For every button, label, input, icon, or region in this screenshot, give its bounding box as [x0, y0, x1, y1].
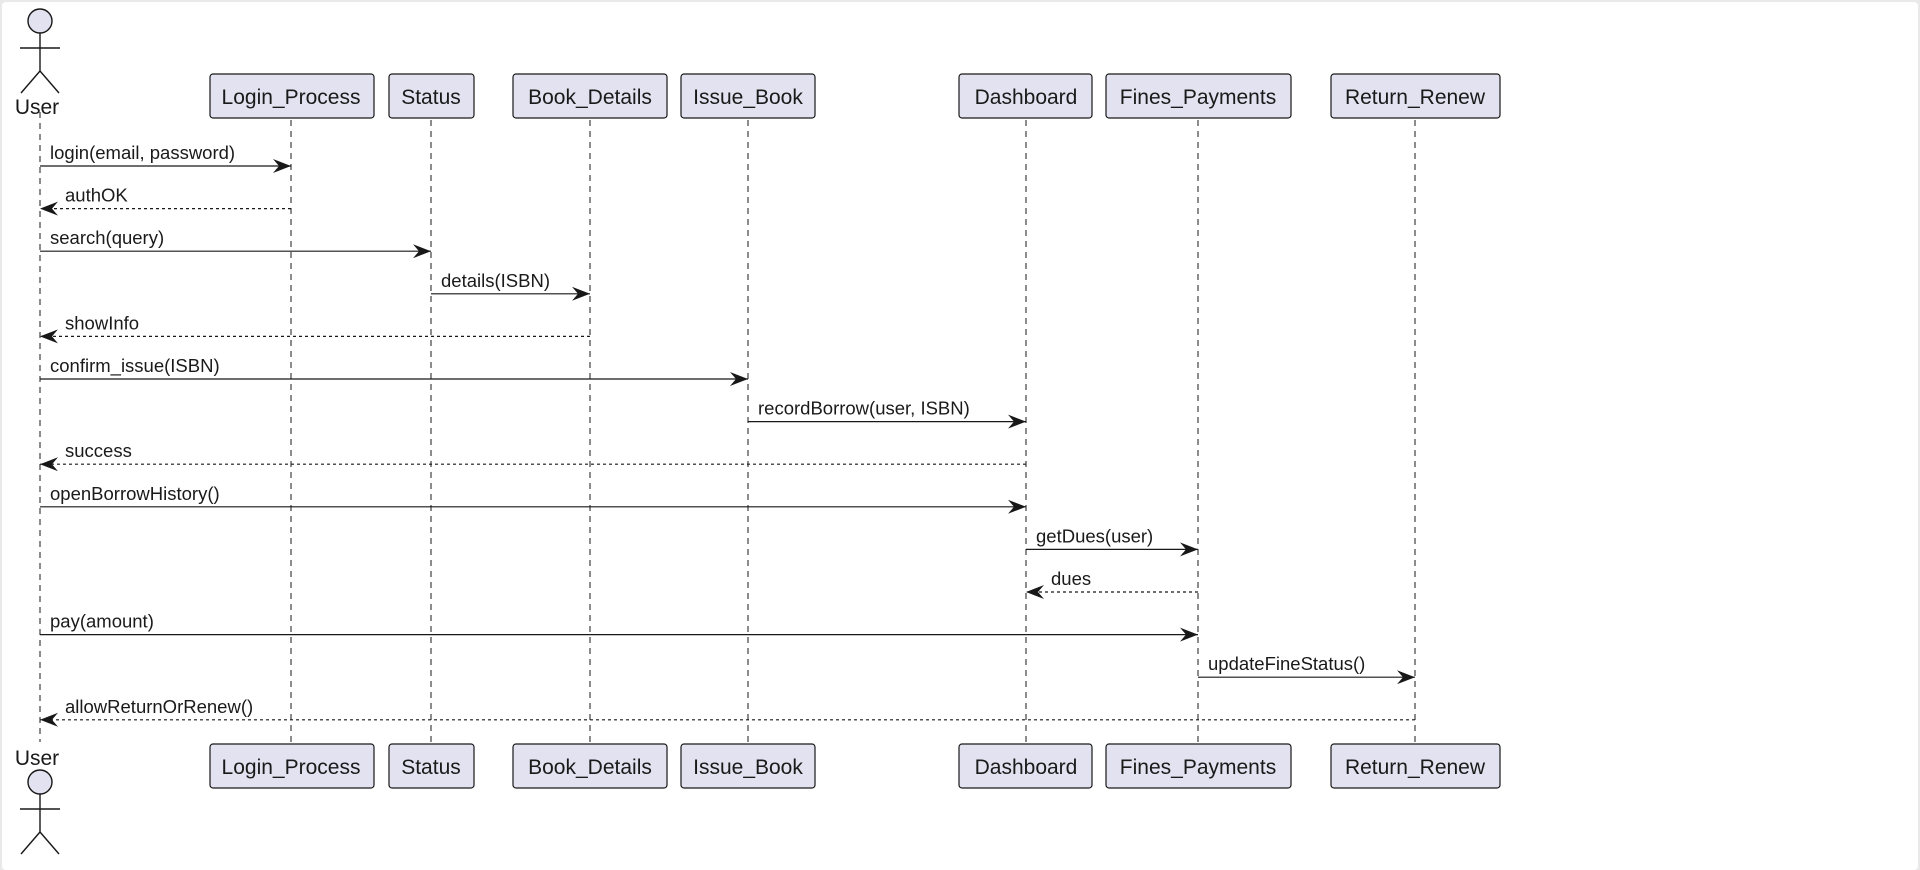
participant-box [1105, 743, 1292, 789]
actor-label: User [15, 747, 59, 770]
participant-box [512, 73, 668, 119]
participant-dash-top: Dashboard [958, 73, 1093, 119]
message-11: dues [1026, 568, 1198, 599]
participant-box [209, 743, 375, 789]
message-label: openBorrowHistory() [50, 483, 220, 504]
actor-user-bottom: User [15, 747, 60, 855]
message-label: pay(amount) [50, 611, 154, 632]
actor-left-leg [20, 70, 41, 94]
message-10: getDues(user) [1026, 525, 1198, 557]
message-label: authOK [65, 185, 128, 206]
participant-issue-bottom: Issue_Book [680, 743, 816, 789]
message-label: confirm_issue(ISBN) [50, 355, 220, 377]
message-label: allowReturnOrRenew() [65, 696, 253, 717]
participant-box [958, 743, 1093, 789]
participant-book-bottom: Book_Details [512, 743, 668, 789]
message-4: details(ISBN) [431, 270, 590, 301]
message-2: authOK [40, 185, 291, 216]
message-9: openBorrowHistory() [40, 483, 1026, 514]
actor-right-leg [39, 831, 60, 855]
actor-label: User [15, 96, 59, 119]
message-5: showInfo [40, 312, 590, 344]
message-label: search(query) [50, 227, 164, 248]
participant-label: Fines_Payments [1120, 756, 1276, 779]
actor-head [27, 769, 53, 795]
participant-status-top: Status [388, 73, 475, 119]
participant-label: Fines_Payments [1120, 86, 1276, 109]
participant-label: Dashboard [975, 86, 1078, 109]
participant-label: Return_Renew [1345, 86, 1486, 109]
message-13: updateFineStatus() [1198, 653, 1415, 685]
participant-box [958, 73, 1093, 119]
participant-label: Status [401, 756, 461, 779]
participant-label: Status [401, 86, 461, 109]
message-label: login(email, password) [50, 142, 235, 163]
message-label: recordBorrow(user, ISBN) [758, 398, 970, 419]
participant-box [209, 73, 375, 119]
participant-fines-top: Fines_Payments [1105, 73, 1292, 119]
actor-user-top: User [15, 8, 60, 119]
message-14: allowReturnOrRenew() [40, 696, 1415, 727]
actor-left-leg [20, 831, 41, 855]
participant-box [388, 73, 475, 119]
message-label: success [65, 440, 132, 461]
actor-head [27, 8, 53, 34]
participant-label: Issue_Book [693, 86, 803, 109]
participant-box [680, 743, 816, 789]
participant-box [1105, 73, 1292, 119]
actor-right-leg [39, 70, 60, 94]
message-label: getDues(user) [1036, 525, 1153, 546]
participant-label: Login_Process [222, 86, 361, 109]
participant-label: Dashboard [975, 756, 1078, 779]
message-12: pay(amount) [40, 611, 1198, 642]
participant-box [512, 743, 668, 789]
participant-book-top: Book_Details [512, 73, 668, 119]
participant-box [680, 73, 816, 119]
message-7: recordBorrow(user, ISBN) [748, 398, 1026, 429]
message-1: login(email, password) [40, 142, 291, 173]
participant-login-bottom: Login_Process [209, 743, 375, 789]
participant-box [388, 743, 475, 789]
participant-login-top: Login_Process [209, 73, 375, 119]
participant-issue-top: Issue_Book [680, 73, 816, 119]
participant-status-bottom: Status [388, 743, 475, 789]
participant-ret-bottom: Return_Renew [1330, 743, 1501, 789]
participant-label: Login_Process [222, 756, 361, 779]
participant-label: Book_Details [528, 86, 652, 109]
participant-label: Book_Details [528, 756, 652, 779]
message-3: search(query) [40, 227, 431, 259]
participant-ret-top: Return_Renew [1330, 73, 1501, 119]
message-label: showInfo [65, 312, 139, 333]
message-label: updateFineStatus() [1208, 653, 1365, 674]
message-label: dues [1051, 568, 1091, 589]
participant-box [1330, 73, 1501, 119]
participant-label: Issue_Book [693, 756, 803, 779]
message-6: confirm_issue(ISBN) [40, 355, 748, 386]
participant-box [1330, 743, 1501, 789]
participant-dash-bottom: Dashboard [958, 743, 1093, 789]
message-label: details(ISBN) [441, 270, 550, 291]
participant-label: Return_Renew [1345, 756, 1486, 779]
message-8: success [40, 440, 1026, 472]
participant-fines-bottom: Fines_Payments [1105, 743, 1292, 789]
